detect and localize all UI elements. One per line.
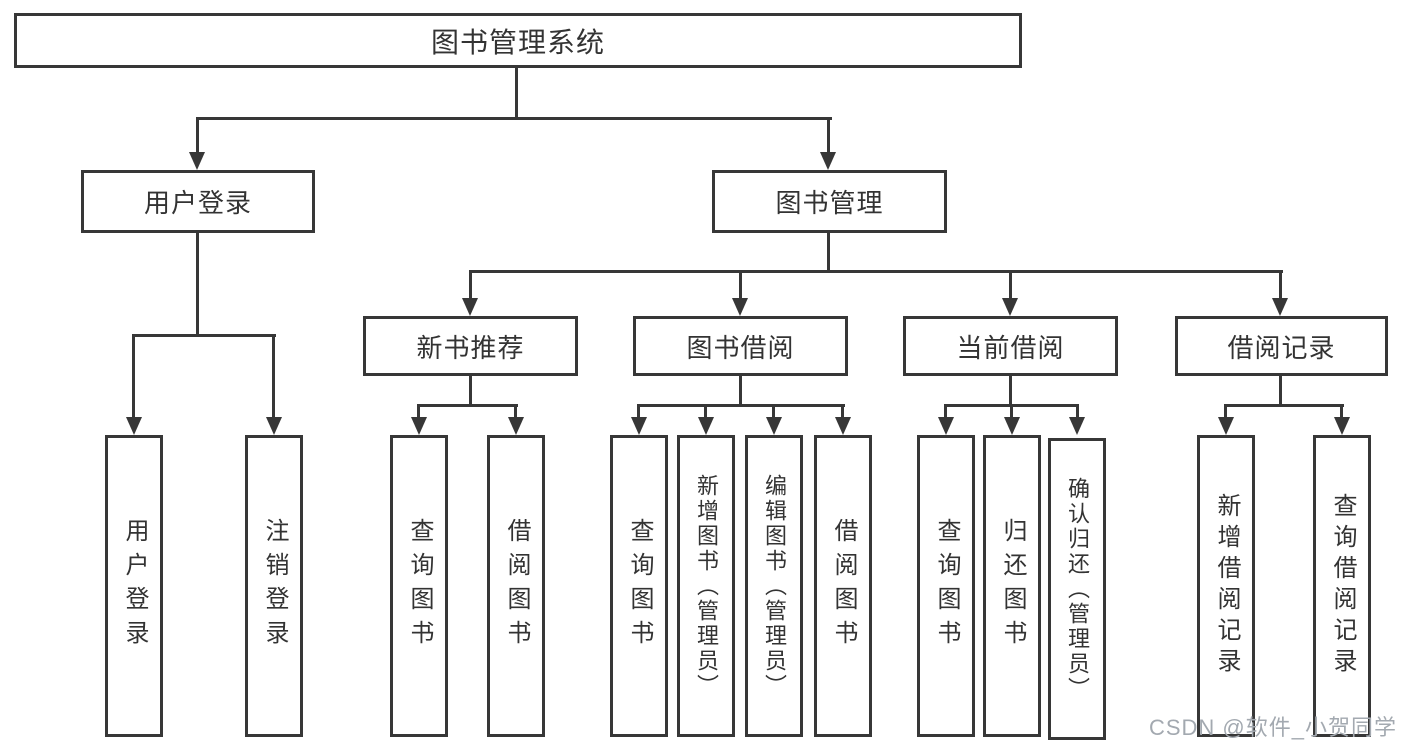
arrow-down-icon [126, 417, 142, 435]
leaf-query-borrow-record: 查询借阅记录 [1313, 435, 1371, 737]
leaf-logout-login: 注销登录 [245, 435, 303, 737]
leaf-query-books-recommend: 查询图书 [390, 435, 448, 737]
arrow-down-icon [698, 417, 714, 435]
connector-shaft [196, 117, 199, 155]
leaf-label: 用户登录 [121, 518, 148, 654]
arrow-down-icon [1334, 417, 1350, 435]
leaf-label: 借阅图书 [503, 518, 530, 654]
leaf-borrow-books-recommend: 借阅图书 [487, 435, 545, 737]
connector-shaft [1340, 404, 1343, 419]
connector-shaft [1224, 404, 1227, 419]
arrow-down-icon [631, 417, 647, 435]
node-book-management: 图书管理 [712, 170, 947, 233]
connector-shaft [1010, 404, 1013, 419]
connector-shaft [417, 404, 420, 419]
arrow-down-icon [189, 152, 205, 170]
node-borrow-record: 借阅记录 [1175, 316, 1388, 376]
connector-mgmt-bus [469, 270, 1283, 273]
connector-stem [739, 376, 742, 407]
leaf-add-book-admin: 新增图书（管理员） [677, 435, 735, 737]
connector-shaft [704, 404, 707, 419]
arrow-down-icon [820, 152, 836, 170]
leaf-label: 查询图书 [933, 518, 960, 654]
connector-root-bus [196, 117, 832, 120]
connector-shaft [1279, 270, 1282, 300]
leaf-label: 确认归还（管理员） [1065, 476, 1090, 702]
leaf-user-login: 用户登录 [105, 435, 163, 737]
arrow-down-icon [266, 417, 282, 435]
connector-shaft [132, 334, 135, 419]
leaf-label: 新增图书（管理员） [694, 473, 719, 699]
connector-shaft [514, 404, 517, 419]
arrow-down-icon [766, 417, 782, 435]
connector-shaft [944, 404, 947, 419]
arrow-down-icon [1002, 298, 1018, 316]
arrow-down-icon [1004, 417, 1020, 435]
arrow-down-icon [732, 298, 748, 316]
connector-shaft [1076, 404, 1079, 419]
node-label: 用户登录 [143, 188, 252, 218]
leaf-query-books-borrow: 查询图书 [610, 435, 668, 737]
arrow-down-icon [462, 298, 478, 316]
connector-bus [1224, 404, 1344, 407]
connector-stem [469, 376, 472, 407]
leaf-label: 编辑图书（管理员） [762, 473, 787, 699]
node-label: 新书推荐 [416, 332, 525, 363]
leaf-label: 注销登录 [261, 518, 288, 654]
arrow-down-icon [508, 417, 524, 435]
arrow-down-icon [835, 417, 851, 435]
leaf-return-book: 归还图书 [983, 435, 1041, 737]
connector-shaft [772, 404, 775, 419]
connector-stem [1279, 376, 1282, 407]
connector-stem [1009, 376, 1012, 407]
connector-root-stem [515, 68, 518, 119]
leaf-confirm-return-admin: 确认归还（管理员） [1048, 438, 1106, 740]
arrow-down-icon [411, 417, 427, 435]
leaf-label: 查询借阅记录 [1329, 493, 1356, 679]
connector-mgmt-stem [827, 233, 830, 273]
node-current-borrow: 当前借阅 [903, 316, 1118, 376]
arrow-down-icon [1218, 417, 1234, 435]
arrow-down-icon [1272, 298, 1288, 316]
csdn-watermark: CSDN @软件_小贺同学 [1148, 715, 1397, 740]
node-library-management-system: 图书管理系统 [14, 13, 1022, 68]
node-new-book-recommend: 新书推荐 [363, 316, 578, 376]
leaf-add-borrow-record: 新增借阅记录 [1197, 435, 1255, 737]
leaf-borrow-books: 借阅图书 [814, 435, 872, 737]
leaf-label: 归还图书 [999, 518, 1026, 654]
node-user-login: 用户登录 [81, 170, 315, 233]
node-book-borrow: 图书借阅 [633, 316, 848, 376]
leaf-edit-book-admin: 编辑图书（管理员） [745, 435, 803, 737]
connector-shaft [272, 334, 275, 419]
arrow-down-icon [938, 417, 954, 435]
connector-shaft [1009, 270, 1012, 300]
connector-bus [417, 404, 518, 407]
connector-shaft [637, 404, 640, 419]
node-label: 图书管理系统 [430, 26, 605, 58]
leaf-label: 查询图书 [406, 518, 433, 654]
connector-login-stem [196, 233, 199, 337]
node-label: 图书管理 [775, 188, 884, 218]
connector-shaft [739, 270, 742, 300]
leaf-label: 新增借阅记录 [1213, 493, 1240, 679]
arrow-down-icon [1069, 417, 1085, 435]
node-label: 借阅记录 [1227, 332, 1336, 363]
connector-shaft [827, 117, 830, 155]
leaf-query-books-current: 查询图书 [917, 435, 975, 737]
leaf-label: 借阅图书 [830, 518, 857, 654]
connector-login-bus [132, 334, 276, 337]
leaf-label: 查询图书 [626, 518, 653, 654]
node-label: 当前借阅 [956, 332, 1065, 363]
connector-shaft [469, 270, 472, 300]
connector-bus [637, 404, 845, 407]
node-label: 图书借阅 [686, 332, 795, 363]
connector-shaft [841, 404, 844, 419]
